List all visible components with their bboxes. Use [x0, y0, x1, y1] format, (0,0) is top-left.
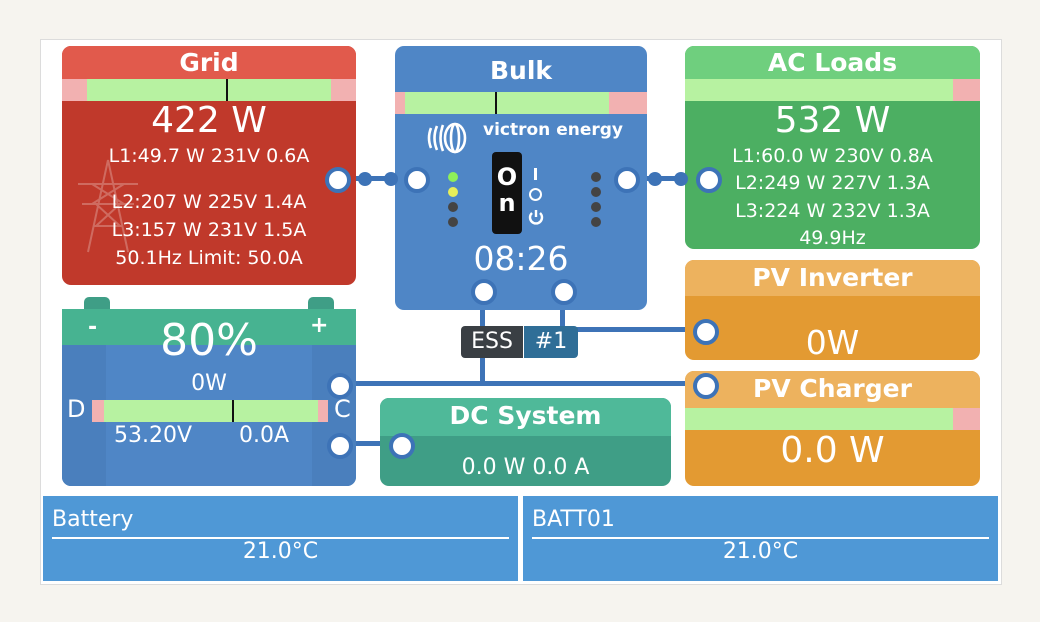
grid-connector-dot [325, 167, 351, 193]
ac-loads-tile[interactable]: AC Loads 532 W L1:60.0 W 230V 0.8A L2:24… [685, 46, 980, 249]
ac-loads-freq: 49.9Hz [799, 227, 866, 249]
pvinverter-connector-dot [693, 319, 719, 345]
flow-dot-2 [384, 172, 398, 186]
ac-loads-l2: L2:249 W 227V 1.3A [735, 172, 930, 194]
temp-panel-batt01[interactable]: BATT01 21.0°C [523, 496, 998, 581]
flow-dot-3 [648, 172, 662, 186]
dc-system-title: DC System [449, 401, 602, 430]
pvcharger-connector-dot [693, 373, 719, 399]
pv-inverter-tile[interactable]: PV Inverter 0W [685, 260, 980, 360]
battery-d-label: D [67, 395, 86, 423]
battery-tile[interactable]: - + 80% 0W D C 53.20V 0.0A [62, 309, 356, 486]
ac-loads-header [685, 46, 980, 79]
led-off-6 [591, 217, 601, 227]
led-off-1 [448, 202, 458, 212]
battery-dcsystem-line [338, 441, 400, 446]
grid-header [62, 46, 356, 79]
battery-current: 0.0A [239, 423, 290, 448]
battery-pvcharger-line [338, 381, 706, 386]
dcsystem-connector-dot [389, 433, 415, 459]
ac-loads-title: AC Loads [767, 48, 898, 77]
pv-inverter-value: 0W [805, 323, 860, 360]
grid-power: 422 W [151, 100, 267, 141]
grid-l2: L2:207 W 225V 1.4A [111, 191, 307, 213]
acloads-connector-dot [696, 167, 722, 193]
inverter-acloads-line [624, 176, 708, 181]
led-off-5 [591, 202, 601, 212]
pv-charger-value: 0.0 W [780, 430, 885, 471]
ess-label: ESS [471, 329, 513, 354]
temp-name: BATT01 [532, 507, 615, 532]
pylon-icon [78, 159, 138, 253]
temp-value: 21.0°C [722, 539, 799, 564]
inverter-bottom-right-dot [551, 279, 577, 305]
inverter-bottom-left-dot [471, 279, 497, 305]
power-switch[interactable]: On [492, 152, 522, 234]
inverter-ess-right-line [560, 289, 565, 331]
brand-name: victron energy [483, 120, 623, 140]
dc-system-tile[interactable]: DC System 0.0 W 0.0 A [380, 398, 671, 486]
dc-system-value: 0.0 W 0.0 A [461, 455, 590, 480]
grid-freq-limit: 50.1Hz Limit: 50.0A [115, 247, 303, 269]
inverter-state: Bulk [489, 56, 553, 85]
ac-loads-bar [685, 79, 980, 101]
grid-title: Grid [179, 48, 239, 77]
inverter-time: 08:26 [473, 239, 569, 278]
battery-bar [92, 400, 328, 422]
inverter-bar [395, 92, 647, 114]
standby-icon [528, 210, 544, 225]
grid-power-bar [62, 79, 356, 101]
pv-inverter-title: PV Inverter [752, 263, 913, 292]
inverter-tile[interactable]: Bulk victron energy On 08:26 [395, 46, 647, 310]
ess-badge: ESS [461, 326, 523, 358]
pv-charger-tile[interactable]: PV Charger 0.0 W [685, 371, 980, 486]
led-off-3 [591, 172, 601, 182]
grid-tile[interactable]: Grid 422 W L1:49.7 W 231V 0.6A L2:207 W … [62, 46, 356, 285]
grid-l1: L1:49.7 W 231V 0.6A [108, 145, 310, 167]
battery-plus-label: + [310, 313, 329, 338]
led-yellow [448, 187, 458, 197]
battery-soc: 80% [160, 315, 258, 366]
battery-bottom-connector-dot [327, 433, 353, 459]
grid-inverter-line [338, 176, 420, 181]
ac-loads-power: 532 W [774, 100, 891, 141]
ess-number: #1 [534, 329, 568, 354]
ess-number-badge: #1 [524, 326, 578, 358]
battery-top-connector-dot [327, 373, 353, 399]
battery-terminal-plus [308, 297, 334, 311]
dc-system-header [380, 398, 671, 436]
pv-charger-bar [685, 408, 980, 430]
battery-minus-label: - [88, 315, 98, 340]
switch-on-mark-icon [534, 168, 537, 180]
inverter-out-connector-dot [614, 167, 640, 193]
temp-divider [52, 537, 509, 539]
temp-divider [532, 537, 989, 539]
pv-charger-header [685, 371, 980, 408]
inverter-in-connector-dot [404, 167, 430, 193]
battery-terminal-minus [84, 297, 110, 311]
flow-dot-4 [674, 172, 688, 186]
battery-header [62, 309, 356, 345]
battery-voltage: 53.20V [114, 423, 193, 448]
switch-label: On [496, 163, 518, 217]
led-off-4 [591, 187, 601, 197]
ac-loads-l3: L3:224 W 232V 1.3A [735, 200, 930, 222]
temp-name: Battery [52, 507, 134, 532]
temp-panel-battery[interactable]: Battery 21.0°C [43, 496, 518, 581]
battery-power: 0W [191, 371, 227, 396]
battery-c-label: C [334, 395, 351, 423]
switch-off-mark-icon [529, 188, 542, 201]
pv-inverter-header [685, 260, 980, 296]
led-green [448, 172, 458, 182]
grid-l3: L3:157 W 231V 1.5A [111, 219, 307, 241]
led-off-2 [448, 217, 458, 227]
temp-value: 21.0°C [242, 539, 319, 564]
victron-logo-icon [427, 122, 467, 154]
pv-charger-title: PV Charger [753, 374, 912, 403]
ess-pvinverter-line [560, 327, 706, 332]
ac-loads-l1: L1:60.0 W 230V 0.8A [732, 145, 933, 167]
flow-dot-1 [358, 172, 372, 186]
